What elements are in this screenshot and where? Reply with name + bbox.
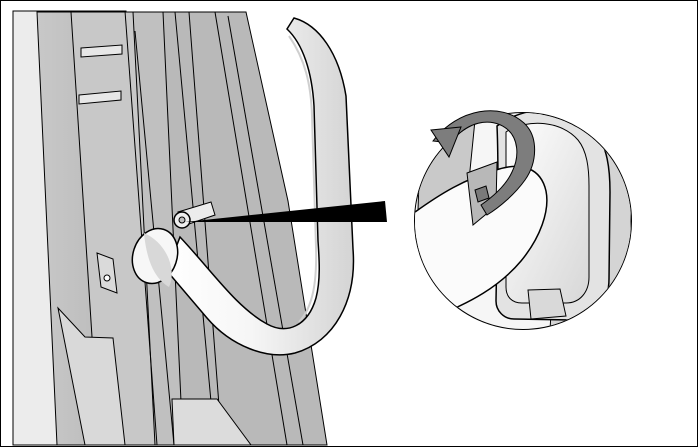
bracket-bolt: [104, 275, 110, 281]
pin-head-inner: [179, 217, 185, 223]
right-panel-face: [163, 12, 327, 445]
detail-bottom-lip: [528, 289, 566, 319]
detail-callout: [411, 110, 631, 331]
panel-group: [13, 11, 327, 445]
